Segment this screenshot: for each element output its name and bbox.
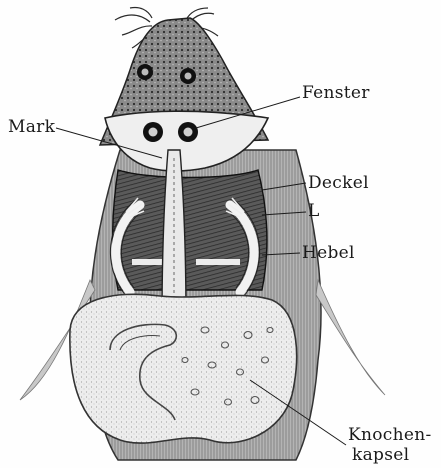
label-knochenkapsel-line2: kapsel [352,446,409,465]
central-spine [162,150,186,320]
label-fenster: Fenster [302,84,370,103]
bone-capsule [70,294,297,443]
label-knochenkapsel-line1: Knochen- [348,426,432,445]
label-mark: Mark [8,118,55,137]
label-hebel: Hebel [302,244,355,263]
label-deckel: Deckel [308,174,369,193]
label-l: L [308,202,320,221]
